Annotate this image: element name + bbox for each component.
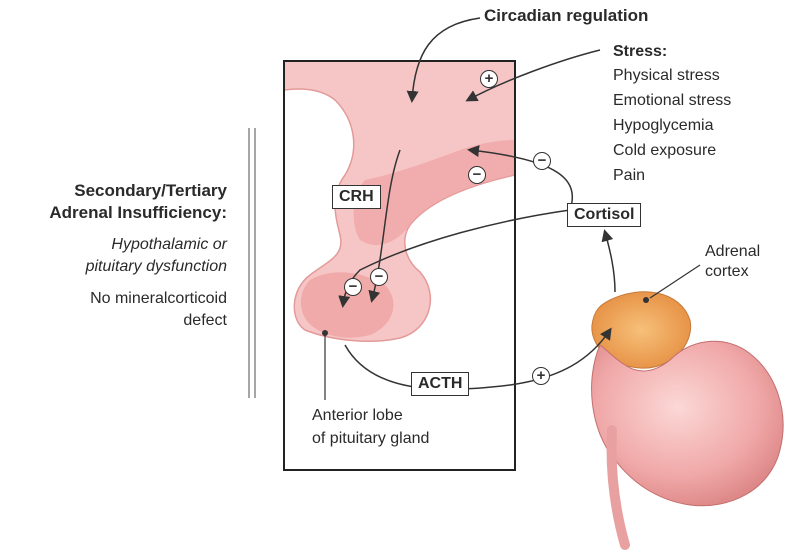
adrenal-cortex-label-line1: Adrenal — [705, 243, 760, 261]
stress-item: Cold exposure — [613, 142, 716, 160]
adrenal-cortex-label-line2: cortex — [705, 263, 749, 281]
sidebar-title-line2: Adrenal Insufficiency: — [49, 203, 227, 223]
anterior-lobe-label-line1: Anterior lobe — [312, 407, 403, 425]
sidebar-desc-line2: pituitary dysfunction — [86, 258, 227, 276]
stress-title: Stress: — [613, 43, 667, 61]
sidebar-title-line1: Secondary/Tertiary — [74, 181, 227, 201]
stress-item: Physical stress — [613, 67, 720, 85]
minus-sign-cortisol-feedback: − — [533, 152, 551, 170]
adrenal-to-cortisol-arrow — [605, 232, 615, 292]
minus-sign-hypothalamus: − — [468, 166, 486, 184]
minus-sign-pituitary-1: − — [370, 268, 388, 286]
minus-sign-pituitary-2: − — [344, 278, 362, 296]
crh-label: CRH — [332, 185, 381, 209]
anterior-lobe-label-line2: of pituitary gland — [312, 430, 429, 448]
cortisol-label: Cortisol — [567, 203, 641, 227]
sidebar-desc-line1: Hypothalamic or — [111, 236, 227, 254]
kidney-shape — [592, 341, 784, 505]
hypothalamus-tissue — [284, 61, 515, 341]
sidebar-note-line2: defect — [183, 312, 227, 330]
stress-item: Pain — [613, 167, 645, 185]
acth-label: ACTH — [411, 372, 469, 396]
circadian-label: Circadian regulation — [484, 6, 648, 26]
plus-sign-acth: + — [532, 367, 550, 385]
stress-item: Emotional stress — [613, 92, 731, 110]
plus-sign-stress: + — [480, 70, 498, 88]
sidebar-note-line1: No mineralcorticoid — [90, 290, 227, 308]
adrenal-cortex-leader — [650, 265, 700, 298]
stress-item: Hypoglycemia — [613, 117, 713, 135]
